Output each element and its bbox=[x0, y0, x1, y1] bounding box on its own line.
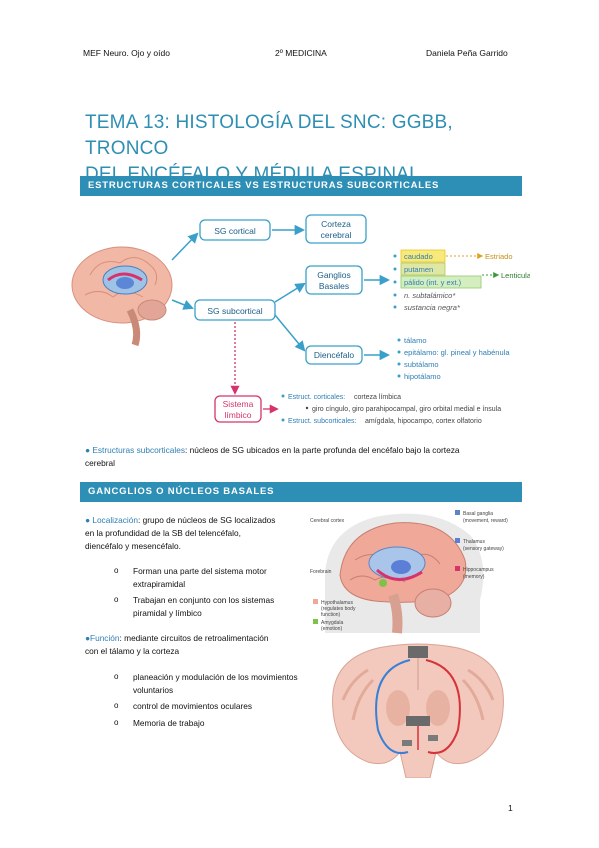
limbic-subitems: giro cíngulo, giro parahipocampal, giro … bbox=[312, 406, 501, 413]
bullet-dot: ● bbox=[85, 633, 91, 643]
list-item: control de movimientos oculares bbox=[105, 700, 305, 713]
cortical-subcortical-diagram: SG cortical Corteza cerebral SG subcorti… bbox=[71, 214, 530, 425]
label-cerebral-cortex: Cerebral cortex bbox=[310, 518, 345, 524]
header-right: Daniela Peña Garrido bbox=[426, 48, 508, 58]
page-number: 1 bbox=[508, 803, 513, 813]
sg-cortical-node: SG cortical bbox=[214, 226, 256, 236]
brain-illustration bbox=[71, 246, 173, 347]
list-item: Trabajan en conjunto con los sistemas pi… bbox=[105, 594, 295, 619]
section-heading-1: ESTRUCTURAS CORTICALES VS ESTRUCTURAS SU… bbox=[80, 176, 522, 196]
funcion-paragraph: ●Función: mediante circuitos de retroali… bbox=[85, 632, 305, 658]
localizacion-label: Localización bbox=[92, 515, 138, 525]
bg-item: caudado bbox=[404, 252, 433, 261]
label-basal-ganglia-sub: (movement, reward) bbox=[463, 518, 508, 524]
sg-subcortical-node: SG subcortical bbox=[207, 306, 262, 316]
title-line-1: TEMA 13: HISTOLOGÍA DEL SNC: GGBB, TRONC… bbox=[85, 112, 453, 159]
sistema-line1: Sistema bbox=[223, 399, 254, 409]
subcortical-text: : núcleos de SG ubicados en la parte pro… bbox=[185, 445, 460, 455]
ganglios-line2: Basales bbox=[319, 281, 349, 291]
estriado-label: Estriado bbox=[485, 252, 513, 261]
localizacion-paragraph: ● Localización: grupo de núcleos de SG l… bbox=[85, 514, 295, 553]
subcortical-definition: ● Estructuras subcorticales: núcleos de … bbox=[85, 444, 515, 470]
label-hippocampus: Hippocampus bbox=[463, 567, 494, 573]
label-basal-ganglia: Basal ganglia bbox=[463, 511, 493, 517]
bg-item: pálido (int. y ext.) bbox=[404, 278, 462, 287]
limbic-cortical-label: Estruct. corticales: bbox=[288, 394, 345, 401]
funcion-text-2: con el tálamo y la corteza bbox=[85, 646, 180, 656]
label-hippocampus-sub: (memory) bbox=[463, 574, 485, 580]
list-item: planeación y modulación de los movimient… bbox=[105, 671, 305, 696]
localizacion-text-1: : grupo de núcleos de SG localizados bbox=[138, 515, 276, 525]
subcortical-label: Estructuras subcorticales bbox=[92, 445, 186, 455]
dien-item: epitálamo: gl. pineal y habénula bbox=[404, 348, 510, 357]
label-thalamus-sub: (sensory gateway) bbox=[463, 546, 504, 552]
label-thalamus: Thalamus bbox=[463, 539, 485, 545]
bullet-dot: ● bbox=[85, 445, 91, 455]
dien-item: hipotálamo bbox=[404, 372, 441, 381]
funcion-list: planeación y modulación de los movimient… bbox=[105, 671, 305, 733]
ganglios-line1: Ganglios bbox=[317, 270, 351, 280]
corteza-cerebral-line1: Corteza bbox=[321, 219, 351, 229]
sistema-line2: límbico bbox=[225, 410, 252, 420]
label-hypothalamus: Hypothalamus bbox=[321, 600, 353, 606]
lenticular-label: Lenticular bbox=[501, 271, 530, 280]
localizacion-list: Forman una parte del sistema motor extra… bbox=[105, 565, 295, 623]
label-amygdala: Amygdala bbox=[321, 620, 343, 626]
label-hypothalamus-sub1: (regulates body bbox=[321, 606, 356, 612]
bg-item: putamen bbox=[404, 265, 433, 274]
brain-coronal-figure bbox=[332, 643, 504, 778]
label-hypothalamus-sub2: function) bbox=[321, 612, 341, 618]
funcion-label: Función bbox=[90, 633, 120, 643]
label-amygdala-sub: (emotion) bbox=[321, 626, 342, 632]
funcion-text-1: : mediante circuitos de retroalimentació… bbox=[119, 633, 269, 643]
diencefalo-node: Diencéfalo bbox=[314, 350, 354, 360]
limbic-subcortical-text: amígdala, hipocampo, cortex olfatorio bbox=[365, 418, 482, 425]
label-forebrain: Forebrain bbox=[310, 569, 332, 575]
list-item: Memoria de trabajo bbox=[105, 717, 305, 730]
dien-item: tálamo bbox=[404, 336, 427, 345]
bg-item: sustancia negra* bbox=[404, 303, 461, 312]
limbic-subcortical-label: Estruct. subcorticales: bbox=[288, 418, 357, 425]
section-heading-2: GANCGLIOS O NÚCLEOS BASALES bbox=[80, 482, 522, 502]
corteza-cerebral-line2: cerebral bbox=[321, 230, 352, 240]
bullet-dot: ● bbox=[85, 515, 91, 525]
localizacion-text-2: en la profundidad de la SB del telencéfa… bbox=[85, 528, 241, 538]
list-item: Forman una parte del sistema motor extra… bbox=[105, 565, 295, 590]
subcortical-text-2: cerebral bbox=[85, 458, 115, 468]
dien-item: subtálamo bbox=[404, 360, 439, 369]
header-center: 2º MEDICINA bbox=[275, 48, 327, 58]
brain-sagittal-figure: Cerebral cortex Forebrain Basal ganglia … bbox=[305, 505, 527, 635]
limbic-cortical-text: corteza límbica bbox=[354, 394, 401, 401]
localizacion-text-3: diencéfalo y mesencéfalo. bbox=[85, 541, 181, 551]
bg-item: n. subtalámico* bbox=[404, 291, 456, 300]
header-left: MEF Neuro. Ojo y oído bbox=[83, 48, 170, 58]
